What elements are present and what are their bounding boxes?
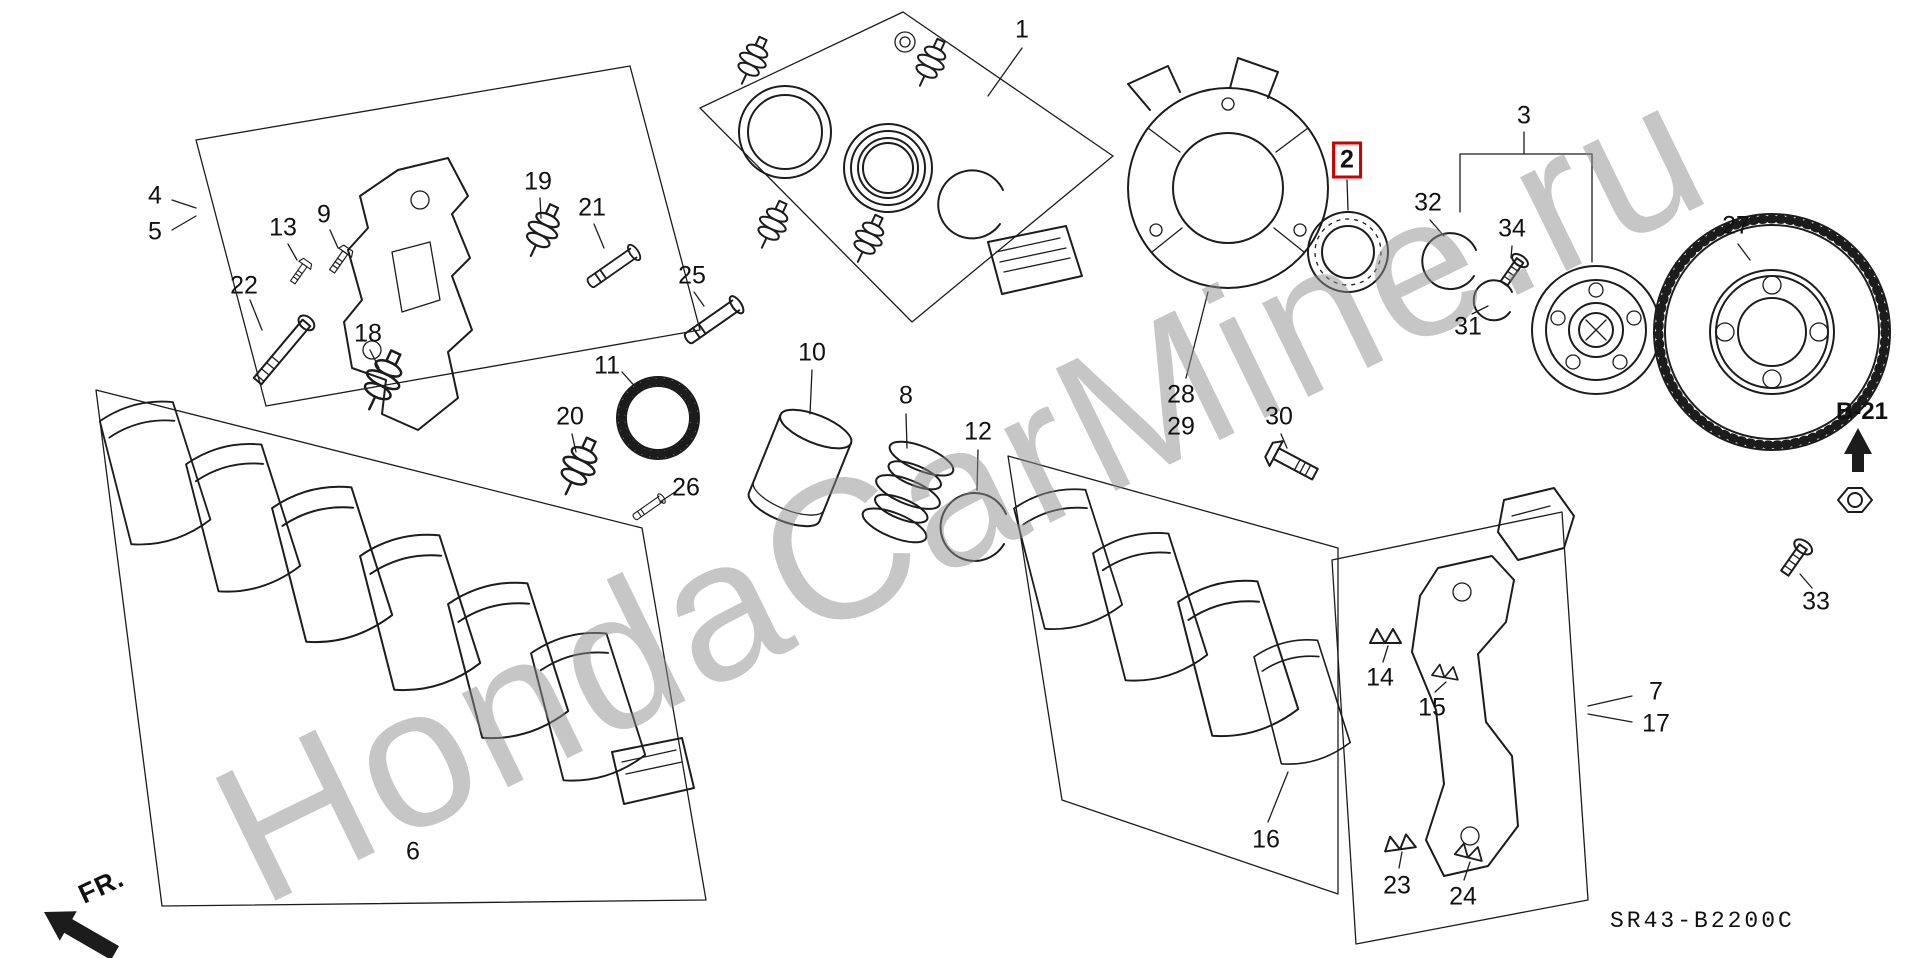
part-callout-10[interactable]: 10 <box>798 338 826 367</box>
pads-right-group-box <box>1007 455 1339 895</box>
hub-screw-drawing <box>1499 252 1529 287</box>
part-callout-28[interactable]: 28 <box>1167 380 1195 409</box>
part-callout-13[interactable]: 13 <box>269 213 297 242</box>
banjo-bolt-drawing <box>252 314 316 386</box>
part-callout-26[interactable]: 26 <box>672 473 700 502</box>
part-callout-9[interactable]: 9 <box>317 200 331 229</box>
bracket-group-box <box>1331 511 1589 945</box>
part-callout-19[interactable]: 19 <box>524 167 552 196</box>
caliper-bolt-drawing <box>1264 440 1319 481</box>
spindle-nut-drawing <box>1837 487 1873 513</box>
part-callout-16[interactable]: 16 <box>1252 825 1280 854</box>
part-callout-32[interactable]: 32 <box>1414 188 1442 217</box>
pads-left-group-box <box>95 389 707 907</box>
seal-kit-group-box <box>699 11 1114 323</box>
wheel-bearing-drawing <box>1307 211 1389 293</box>
part-callout-18[interactable]: 18 <box>354 319 382 348</box>
part-callout-30[interactable]: 30 <box>1265 402 1293 431</box>
part-callout-15[interactable]: 15 <box>1418 693 1446 722</box>
part-callout-34[interactable]: 34 <box>1498 214 1526 243</box>
circlip-drawing <box>939 492 1007 562</box>
part-callout-25[interactable]: 25 <box>678 261 706 290</box>
piston-seal-ring-drawing <box>616 376 700 460</box>
part-callout-4[interactable]: 4 <box>148 181 162 210</box>
part-callout-20[interactable]: 20 <box>556 402 584 431</box>
rotor-screw-drawing <box>1780 538 1814 577</box>
part-callout-5[interactable]: 5 <box>148 217 162 246</box>
part-callout-8[interactable]: 8 <box>899 381 913 410</box>
part-callout-17[interactable]: 17 <box>1642 709 1670 738</box>
part-callout-27[interactable]: 27 <box>1722 211 1750 240</box>
brake-pads-left-drawing <box>93 392 695 805</box>
piston-boot-drawing <box>861 440 955 544</box>
part-callout-11[interactable]: 11 <box>594 351 620 380</box>
part-callout-2[interactable]: 2 <box>1332 141 1362 179</box>
part-callout-31[interactable]: 31 <box>1454 312 1482 341</box>
part-callout-22[interactable]: 22 <box>230 271 258 300</box>
part-callout-3[interactable]: 3 <box>1517 101 1531 130</box>
part-callout-6[interactable]: 6 <box>406 837 420 866</box>
piston-drawing <box>747 408 853 528</box>
splash-guard-drawing <box>1127 57 1329 289</box>
part-callout-14[interactable]: 14 <box>1366 663 1394 692</box>
part-callout-24[interactable]: 24 <box>1449 882 1477 911</box>
part-callout-1[interactable]: 1 <box>1015 15 1029 44</box>
snap-ring-32-drawing <box>1421 232 1477 291</box>
caliper-group-box <box>195 65 701 407</box>
b21-arrow-icon <box>1844 428 1872 472</box>
seal-kit-drawing <box>728 31 1083 295</box>
brake-rotor-drawing <box>1653 213 1891 451</box>
part-callout-23[interactable]: 23 <box>1383 871 1411 900</box>
part-callout-21[interactable]: 21 <box>578 193 606 222</box>
caliper-bracket-drawing <box>1411 487 1575 877</box>
caliper-body-drawing <box>343 157 473 431</box>
part-callout-7[interactable]: 7 <box>1649 677 1663 706</box>
leader-lines <box>171 47 1813 881</box>
reference-link-b21[interactable]: B-21 <box>1835 398 1889 425</box>
part-callout-12[interactable]: 12 <box>964 417 992 446</box>
diagram-code: SR43-B2200C <box>1610 908 1795 934</box>
part-callout-33[interactable]: 33 <box>1802 587 1830 616</box>
fr-arrow-icon <box>44 911 120 958</box>
part-callout-29[interactable]: 29 <box>1167 412 1195 441</box>
